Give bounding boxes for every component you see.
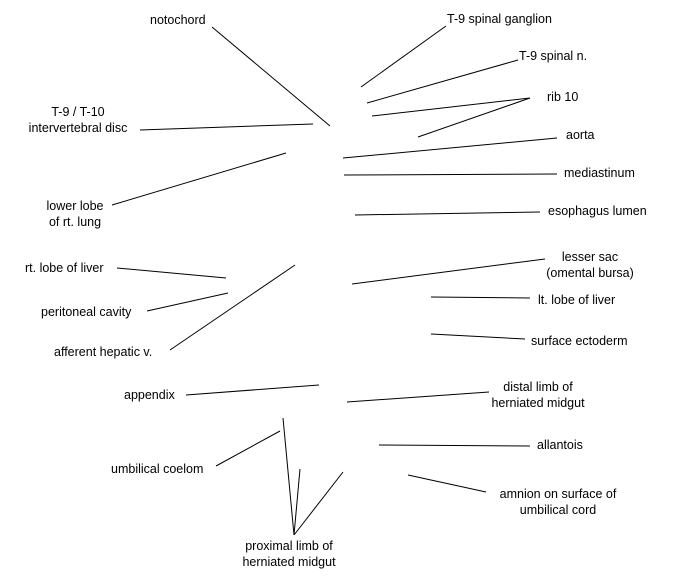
label-lesser-sac-line2: (omental bursa) xyxy=(546,266,634,280)
leader-appendix xyxy=(185,384,320,396)
label-amnion-line1: amnion on surface of xyxy=(499,487,617,501)
leader-amnion xyxy=(407,474,487,493)
leader-proximal-a xyxy=(282,417,295,536)
label-t9-spinal-ganglion: T-9 spinal ganglion xyxy=(447,12,552,26)
label-distal-line1: distal limb of xyxy=(503,380,573,394)
label-proximal-limb: proximal limb of herniated midgut xyxy=(229,538,349,570)
leader-lower-lobe xyxy=(111,152,287,206)
leader-proximal-b xyxy=(293,468,301,536)
label-notochord: notochord xyxy=(150,13,206,27)
label-esophagus-lumen: esophagus lumen xyxy=(548,204,647,218)
label-distal-limb: distal limb of herniated midgut xyxy=(478,379,598,411)
label-lower-lobe-line1: lower lobe xyxy=(46,199,104,213)
leader-rib10-a xyxy=(371,97,531,117)
label-amnion-line2: umbilical cord xyxy=(519,503,597,517)
leader-t9-nerve xyxy=(366,59,519,104)
label-disc-line1: T-9 / T-10 xyxy=(51,105,105,119)
label-lower-lobe-rt-lung: lower lobe of rt. lung xyxy=(30,198,120,230)
label-lesser-sac: lesser sac (omental bursa) xyxy=(530,249,650,281)
leader-allantois xyxy=(378,444,531,447)
leader-lt-liver xyxy=(430,296,531,299)
label-t9-spinal-nerve: T-9 spinal n. xyxy=(519,49,588,63)
label-proximal-line2: herniated midgut xyxy=(242,555,336,569)
label-amnion: amnion on surface of umbilical cord xyxy=(483,486,633,518)
label-surface-ectoderm: surface ectoderm xyxy=(531,334,628,348)
leader-rt-liver xyxy=(116,267,227,279)
label-rt-lobe-of-liver: rt. lobe of liver xyxy=(25,261,104,275)
label-mediastinum: mediastinum xyxy=(564,166,635,180)
label-disc-line2: intervertebral disc xyxy=(28,121,128,135)
label-appendix: appendix xyxy=(124,388,175,402)
label-lt-lobe-of-liver: lt. lobe of liver xyxy=(538,293,616,307)
label-peritoneal-cavity: peritoneal cavity xyxy=(41,305,132,319)
leader-t9-ganglion xyxy=(360,25,447,88)
leader-proximal-c xyxy=(293,471,344,536)
leader-distal xyxy=(346,391,490,403)
leader-notochord xyxy=(211,26,331,127)
label-allantois: allantois xyxy=(537,438,583,452)
leader-rib10-b xyxy=(417,97,531,138)
leader-umb-coelom xyxy=(215,430,281,467)
label-afferent-hepatic-v: afferent hepatic v. xyxy=(54,345,153,359)
leader-peritoneal xyxy=(146,292,229,312)
leader-disc xyxy=(139,123,314,131)
label-intervertebral-disc: T-9 / T-10 intervertebral disc xyxy=(18,104,138,136)
leader-aorta xyxy=(342,137,558,159)
leader-mediastinum xyxy=(343,173,558,176)
label-proximal-line1: proximal limb of xyxy=(245,539,333,553)
label-lesser-sac-line1: lesser sac xyxy=(561,250,619,264)
leader-lesser-sac xyxy=(351,258,546,285)
leader-ectoderm xyxy=(430,333,526,340)
label-distal-line2: herniated midgut xyxy=(491,396,585,410)
leader-esophagus xyxy=(354,211,541,216)
label-umbilical-coelom: umbilical coelom xyxy=(111,462,204,476)
label-lower-lobe-line2: of rt. lung xyxy=(48,215,102,229)
leader-afferent xyxy=(169,264,296,351)
label-rib-10: rib 10 xyxy=(547,90,579,104)
label-aorta: aorta xyxy=(566,128,595,142)
